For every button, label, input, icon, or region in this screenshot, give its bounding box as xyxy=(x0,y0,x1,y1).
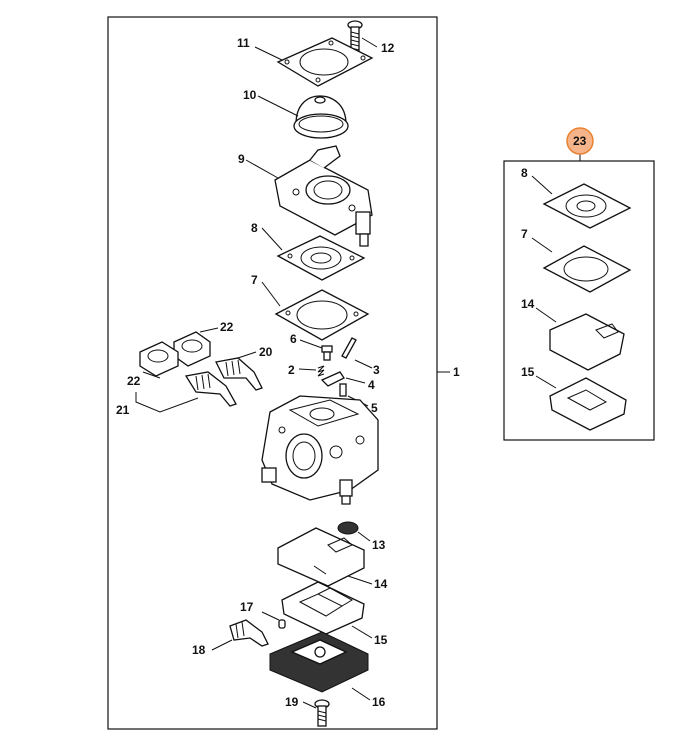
callout-10: 10 xyxy=(243,88,257,102)
callout-2: 2 xyxy=(288,363,295,377)
gasket-part-15[interactable] xyxy=(281,581,365,635)
purge-bulb-part-10[interactable] xyxy=(293,95,349,139)
callout-1: 1 xyxy=(453,365,460,379)
callout-6: 6 xyxy=(290,332,297,346)
kit-callout-15: 15 xyxy=(521,365,535,379)
limiter-cap-part-22b[interactable] xyxy=(139,341,179,377)
pin-part-17[interactable] xyxy=(278,619,286,629)
diaphragm-part-8[interactable] xyxy=(276,235,366,281)
main-assembly-frame xyxy=(107,16,438,730)
callout-13: 13 xyxy=(372,538,386,552)
carburetor-body[interactable] xyxy=(261,395,379,505)
kit-callout-23: 23 xyxy=(573,134,587,148)
screw-part-12[interactable] xyxy=(347,20,363,54)
callout-12: 12 xyxy=(381,41,395,55)
callout-16: 16 xyxy=(372,695,386,709)
gasket-part-11[interactable] xyxy=(276,37,374,87)
callout-7: 7 xyxy=(251,273,258,287)
inlet-needle-part-18[interactable] xyxy=(229,619,269,647)
low-speed-needle-part-21[interactable] xyxy=(184,371,237,407)
callout-11: 11 xyxy=(237,36,250,50)
repair-kit-frame xyxy=(503,160,655,441)
limiter-cap-part-22a[interactable] xyxy=(173,331,211,367)
callout-9: 9 xyxy=(238,152,245,166)
callout-8: 8 xyxy=(251,221,258,235)
callout-14: 14 xyxy=(374,577,388,591)
kit-highlight-badge[interactable] xyxy=(566,127,594,155)
callout-22-upper: 22 xyxy=(220,320,234,334)
kit-callout-8: 8 xyxy=(521,166,528,180)
callout-19: 19 xyxy=(285,695,299,709)
metering-diaphragm-part-14[interactable] xyxy=(277,527,365,587)
callout-5: 5 xyxy=(371,401,378,415)
kit-gasket-part-15[interactable] xyxy=(549,377,627,431)
callout-20: 20 xyxy=(259,345,273,359)
kit-callout-14: 14 xyxy=(521,297,535,311)
callout-3: 3 xyxy=(373,363,380,377)
screw-part-6[interactable] xyxy=(321,345,333,361)
metering-cover-part-16[interactable] xyxy=(269,631,369,693)
needle-part-5[interactable] xyxy=(339,383,347,397)
screw-part-19[interactable] xyxy=(314,699,330,727)
kit-callout-7: 7 xyxy=(521,227,528,241)
callout-4: 4 xyxy=(368,378,375,392)
pin-part-3[interactable] xyxy=(341,337,357,359)
screen-part-13[interactable] xyxy=(337,521,359,535)
callout-15: 15 xyxy=(374,633,388,647)
pump-cover-part-9[interactable] xyxy=(274,145,373,247)
kit-diaphragm-part-14[interactable] xyxy=(549,313,625,371)
callout-17: 17 xyxy=(240,600,254,614)
high-speed-needle-part-20[interactable] xyxy=(215,357,263,391)
kit-gasket-part-7[interactable] xyxy=(542,245,632,293)
gasket-part-7[interactable] xyxy=(274,289,370,341)
kit-diaphragm-part-8[interactable] xyxy=(542,183,632,229)
spring-part-2[interactable] xyxy=(317,365,325,377)
callout-18: 18 xyxy=(192,643,206,657)
callout-21: 21 xyxy=(116,403,130,417)
callout-22-lower: 22 xyxy=(127,374,141,388)
lever-part-4[interactable] xyxy=(320,371,345,387)
